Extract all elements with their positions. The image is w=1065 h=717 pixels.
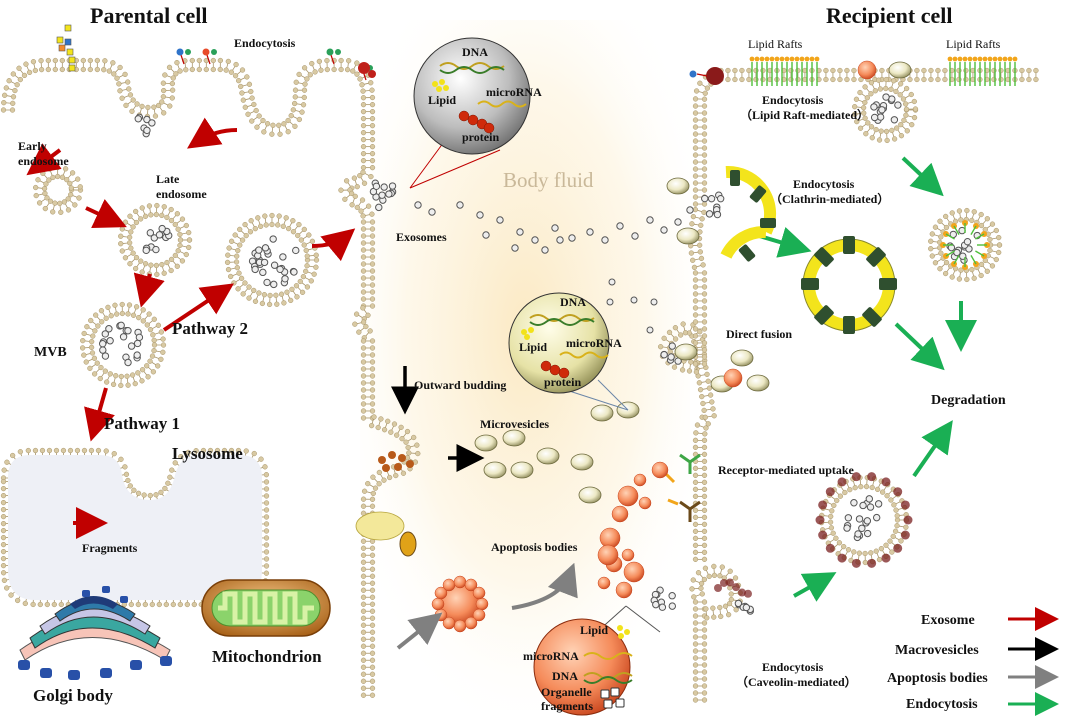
label-exosomes: Exosomes	[396, 230, 447, 244]
exosome-cargo-zoom: DNA Lipid microRNA protein	[409, 37, 542, 189]
cargo-protein-label: protein	[462, 130, 499, 144]
label-late-endosome-2: endosome	[156, 187, 207, 201]
body-fluid-label: Body fluid	[503, 168, 594, 192]
legend-item-macrovesicles: Macrovesicles	[895, 637, 1059, 661]
ab-cargo-organelle-label-2: fragments	[541, 699, 593, 713]
mv-cargo-protein-label: protein	[544, 375, 581, 389]
vesicles	[378, 60, 912, 611]
label-receptor-uptake: Receptor-mediated uptake	[718, 463, 855, 477]
recipient-cell-title: Recipient cell	[826, 3, 952, 28]
mitochondrion	[201, 579, 331, 637]
label-golgi-body: Golgi body	[33, 686, 113, 705]
label-pathway-1: Pathway 1	[104, 414, 180, 433]
legend-label: Macrovesicles	[895, 643, 979, 658]
ab-cargo-microrna-label: microRNA	[523, 649, 579, 663]
mv-cargo-lipid-label: Lipid	[519, 340, 547, 354]
label-early-endosome-2: endosome	[18, 154, 69, 168]
recipient-cell-membrane	[657, 56, 1039, 703]
label-endo-raft-2: （Lipid Raft-mediated）	[740, 107, 869, 122]
parental-cell-title: Parental cell	[90, 3, 208, 28]
apoptotic-bleb	[355, 511, 489, 633]
label-endo-caveolin-1: Endocytosis	[762, 660, 824, 674]
legend-label: Endocytosis	[906, 697, 978, 712]
label-late-endosome-1: Late	[156, 172, 180, 186]
label-endo-clathrin-2: （Clathrin-mediated）	[770, 191, 889, 206]
legend: Exosome Macrovesicles Apoptosis bodies E…	[887, 607, 1059, 716]
legend-item-endocytosis: Endocytosis	[906, 692, 1059, 716]
apoptotic-cargo-zoom: Lipid microRNA DNA Organelle fragments	[523, 605, 661, 716]
label-endocytosis: Endocytosis	[234, 36, 296, 50]
mv-cargo-dna-label: DNA	[560, 295, 586, 309]
clathrin-vesicle	[801, 236, 897, 334]
legend-item-apoptosis-bodies: Apoptosis bodies	[887, 665, 1059, 689]
clathrin-pit	[720, 165, 777, 262]
ab-cargo-dna-label: DNA	[552, 669, 578, 683]
golgi-body	[18, 586, 172, 680]
cargo-microrna-label: microRNA	[486, 85, 542, 99]
label-degradation: Degradation	[931, 393, 1006, 408]
label-lysosome: Lysosome	[172, 444, 243, 463]
label-lipid-rafts-left: Lipid Rafts	[748, 37, 803, 51]
label-pathway-2: Pathway 2	[172, 319, 248, 338]
lysosome-body	[8, 455, 262, 600]
label-mitochondrion: Mitochondrion	[212, 647, 322, 666]
cargo-lipid-label: Lipid	[428, 93, 456, 107]
label-lipid-rafts-right: Lipid Rafts	[946, 37, 1001, 51]
legend-label: Exosome	[921, 613, 975, 628]
label-mvb: MVB	[34, 345, 67, 360]
label-direct-fusion: Direct fusion	[726, 327, 792, 341]
label-outward-budding: Outward budding	[414, 378, 506, 392]
label-endo-clathrin-1: Endocytosis	[793, 177, 855, 191]
label-early-endosome-1: Early	[18, 139, 47, 153]
label-endo-raft-1: Endocytosis	[762, 93, 824, 107]
mv-cargo-microrna-label: microRNA	[566, 336, 622, 350]
label-apoptosis-bodies: Apoptosis bodies	[491, 540, 578, 554]
label-fragments: Fragments	[82, 541, 138, 555]
label-endo-caveolin-2: （Caveolin-mediated）	[736, 674, 857, 689]
label-microvesicles: Microvesicles	[480, 417, 549, 431]
cargo-dna-label: DNA	[462, 45, 488, 59]
legend-label: Apoptosis bodies	[887, 671, 988, 686]
microvesicle-cargo-zoom: DNA Lipid microRNA protein	[508, 292, 629, 411]
legend-item-exosome: Exosome	[921, 607, 1059, 631]
ab-cargo-lipid-label: Lipid	[580, 623, 608, 637]
ab-cargo-organelle-label-1: Organelle	[541, 685, 592, 699]
